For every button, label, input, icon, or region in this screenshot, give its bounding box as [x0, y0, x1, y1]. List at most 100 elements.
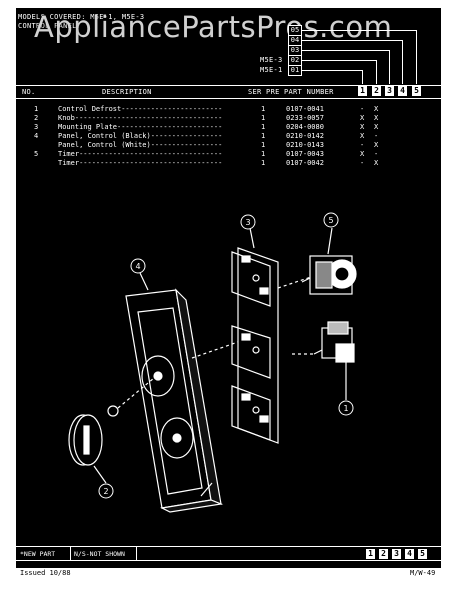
row-col-2: X	[374, 123, 379, 131]
footer-col-5: 5	[418, 549, 427, 559]
row-col-1: X	[360, 132, 365, 140]
col-no: NO.	[22, 88, 36, 96]
control-panel-drawing	[125, 288, 224, 513]
row-qty: 1	[261, 159, 266, 167]
row-part: 0107-0042	[286, 159, 324, 167]
model-col-4: 4	[398, 86, 407, 96]
model-label-m5e3: M5E-3	[260, 56, 283, 64]
row-description: Knob-----------------------------------	[58, 114, 223, 122]
model-col-3: 3	[385, 86, 394, 96]
connector-01	[302, 70, 362, 71]
row-part: 0210-0143	[286, 141, 324, 149]
row-description: Control Defrost------------------------	[58, 105, 223, 113]
footer-col-2: 2	[379, 549, 388, 559]
connector-03-down	[389, 50, 390, 84]
row-qty: 1	[261, 123, 266, 131]
callouts-overlay: 4 3 5 1 2	[98, 212, 354, 499]
watermark-logo: AppliancePartsPros.com	[34, 10, 393, 44]
row-no: 3	[34, 123, 39, 131]
callout-5: 5	[328, 216, 333, 225]
connector-05	[302, 30, 416, 31]
row-col-2: -	[374, 132, 379, 140]
footer-col-4: 4	[405, 549, 414, 559]
row-col-2: X	[374, 105, 379, 113]
table-header-rule	[16, 98, 441, 99]
parts-sheet: MODELS COVERED: M5E-1, M5E-3 CONTROL PAN…	[16, 8, 441, 568]
row-no: 4	[34, 132, 39, 140]
table-row: Timer---------------------------------- …	[16, 159, 441, 168]
row-part: 0233-0057	[286, 114, 324, 122]
row-col-1: X	[360, 114, 365, 122]
row-no: 1	[34, 105, 39, 113]
timer-drawing	[301, 255, 357, 295]
exploded-parts-diagram	[68, 227, 357, 513]
connector-03	[302, 50, 389, 51]
row-qty: 1	[261, 114, 266, 122]
connector-04	[302, 40, 402, 41]
row-description: Mounting Plate-------------------------	[58, 123, 223, 131]
issued-date: Issued 10/88	[20, 569, 71, 577]
defrost-control-drawing	[292, 321, 355, 400]
model-col-2: 2	[372, 86, 381, 96]
not-shown-note: N/S-NOT SHOWN	[74, 550, 125, 558]
model-col-1: 1	[358, 86, 367, 96]
col-description: DESCRIPTION	[102, 88, 152, 96]
knob-drawing	[68, 377, 155, 466]
table-row: 2 Knob----------------------------------…	[16, 114, 441, 123]
table-top-rule	[16, 85, 441, 86]
new-part-note: *NEW PART	[20, 550, 56, 558]
model-code-01: 01	[288, 65, 302, 76]
table-row: 3 Mounting Plate------------------------…	[16, 123, 441, 132]
row-col-1: -	[360, 105, 365, 113]
row-col-2: X	[374, 141, 379, 149]
row-col-1: X	[360, 150, 365, 158]
row-description: Timer----------------------------------	[58, 150, 223, 158]
section-title: CONTROL PANEL	[18, 22, 77, 30]
page-code: M/W-49	[410, 569, 436, 577]
row-qty: 1	[261, 132, 266, 140]
connector-04-down	[402, 40, 403, 84]
row-part: 0107-0043	[286, 150, 324, 158]
table-row: 4 Panel, Control (Black)----------------…	[16, 132, 441, 141]
row-description: Timer----------------------------------	[58, 159, 223, 167]
row-no: 5	[34, 150, 39, 158]
row-part: 0204-0080	[286, 123, 324, 131]
row-qty: 1	[261, 105, 266, 113]
connector-02	[302, 60, 376, 61]
row-part: 0210-0142	[286, 132, 324, 140]
connector-05-down	[416, 30, 417, 84]
row-col-1: -	[360, 159, 365, 167]
table-row: 1 Control Defrost-----------------------…	[16, 105, 441, 114]
row-qty: 1	[261, 141, 266, 149]
callout-2: 2	[103, 487, 108, 496]
model-label-m5e1: M5E-1	[260, 66, 283, 74]
callout-1: 1	[343, 404, 348, 413]
row-col-2: -	[374, 150, 379, 158]
connector-01-down	[362, 70, 363, 84]
table-row: Panel, Control (White)----------------- …	[16, 141, 441, 150]
row-no: 2	[34, 114, 39, 122]
row-col-2: X	[374, 159, 379, 167]
row-qty: 1	[261, 150, 266, 158]
col-part-number: PART NUMBER	[284, 88, 334, 96]
row-col-1: -	[360, 141, 365, 149]
footer-col-3: 3	[392, 549, 401, 559]
row-description: Panel, Control (Black)-----------------	[58, 132, 223, 140]
model-col-5: 5	[412, 86, 421, 96]
callout-4: 4	[135, 262, 140, 271]
table-row: 5 Timer---------------------------------…	[16, 150, 441, 159]
row-description: Panel, Control (White)-----------------	[58, 141, 223, 149]
callout-3: 3	[245, 218, 250, 227]
row-col-2: X	[374, 114, 379, 122]
col-ser-pre: SER PRE	[248, 88, 280, 96]
footer-top-rule	[16, 546, 441, 547]
footer-bottom-rule	[16, 560, 441, 561]
mounting-plate-drawing	[191, 247, 315, 444]
models-covered: MODELS COVERED: M5E-1, M5E-3	[18, 13, 145, 21]
footer-col-1: 1	[366, 549, 375, 559]
row-part: 0107-0041	[286, 105, 324, 113]
footer-divider-1	[70, 546, 71, 560]
connector-02-down	[376, 60, 377, 84]
row-col-1: X	[360, 123, 365, 131]
footer-divider-2	[136, 546, 137, 560]
